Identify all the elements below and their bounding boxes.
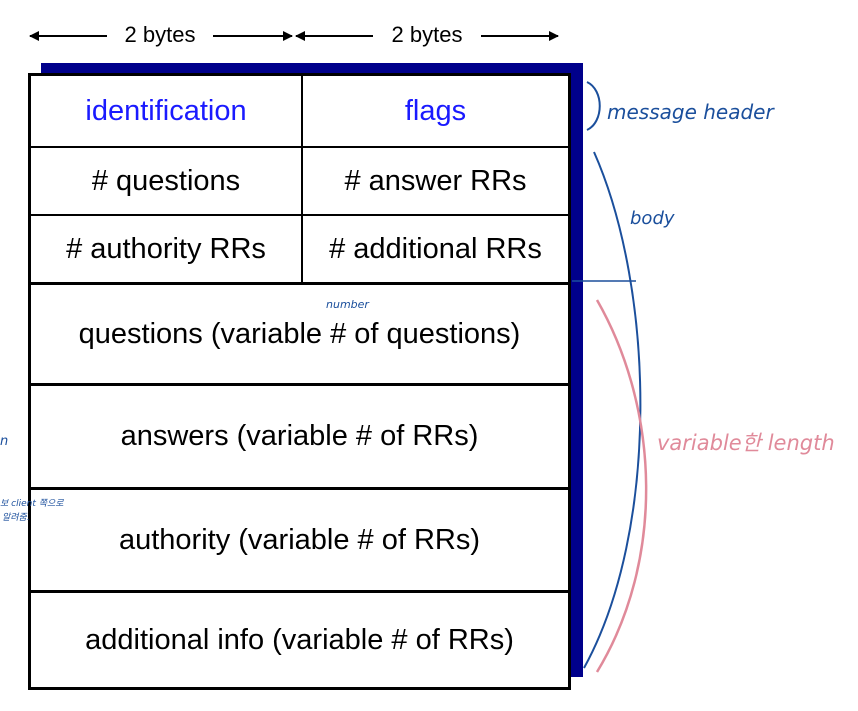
dns-message-format: identification flags # questions # answe…: [28, 73, 571, 690]
byte-label-right: 2 bytes: [391, 22, 463, 47]
note-left-line1: 보 client 쪽으로: [0, 499, 64, 509]
divider: [31, 282, 568, 285]
header-num-questions: # questions: [91, 164, 241, 197]
note-left-fragment: n: [0, 434, 9, 449]
note-variable-length: variable한 length: [657, 431, 835, 455]
note-body: body: [630, 208, 675, 229]
header-identification: identification: [85, 94, 247, 127]
note-message-header: message header: [607, 100, 774, 124]
header-num-authority-rrs: # authority RRs: [66, 232, 266, 265]
header-bracket: [586, 81, 601, 131]
divider: [31, 590, 568, 593]
section-authority: authority (variable # of RRs): [118, 523, 481, 556]
divider: [31, 146, 568, 148]
header-flags: flags: [404, 94, 467, 127]
byte-width-arrows: [29, 31, 559, 41]
note-number: number: [326, 298, 369, 311]
section-questions: questions (variable # of questions): [78, 317, 521, 350]
body-arc: [583, 151, 642, 669]
header-num-answer-rrs: # answer RRs: [344, 164, 527, 197]
byte-label-left: 2 bytes: [124, 22, 196, 47]
header-num-additional-rrs: # additional RRs: [329, 232, 542, 265]
divider: [31, 383, 568, 386]
variable-length-arc: [595, 299, 648, 673]
divider: [31, 487, 568, 490]
section-additional-info: additional info (variable # of RRs): [85, 623, 514, 656]
section-answers: answers (variable # of RRs): [120, 420, 479, 452]
column-divider: [301, 76, 303, 282]
divider: [31, 214, 568, 216]
note-left-line2: 알려줌.: [2, 513, 30, 523]
